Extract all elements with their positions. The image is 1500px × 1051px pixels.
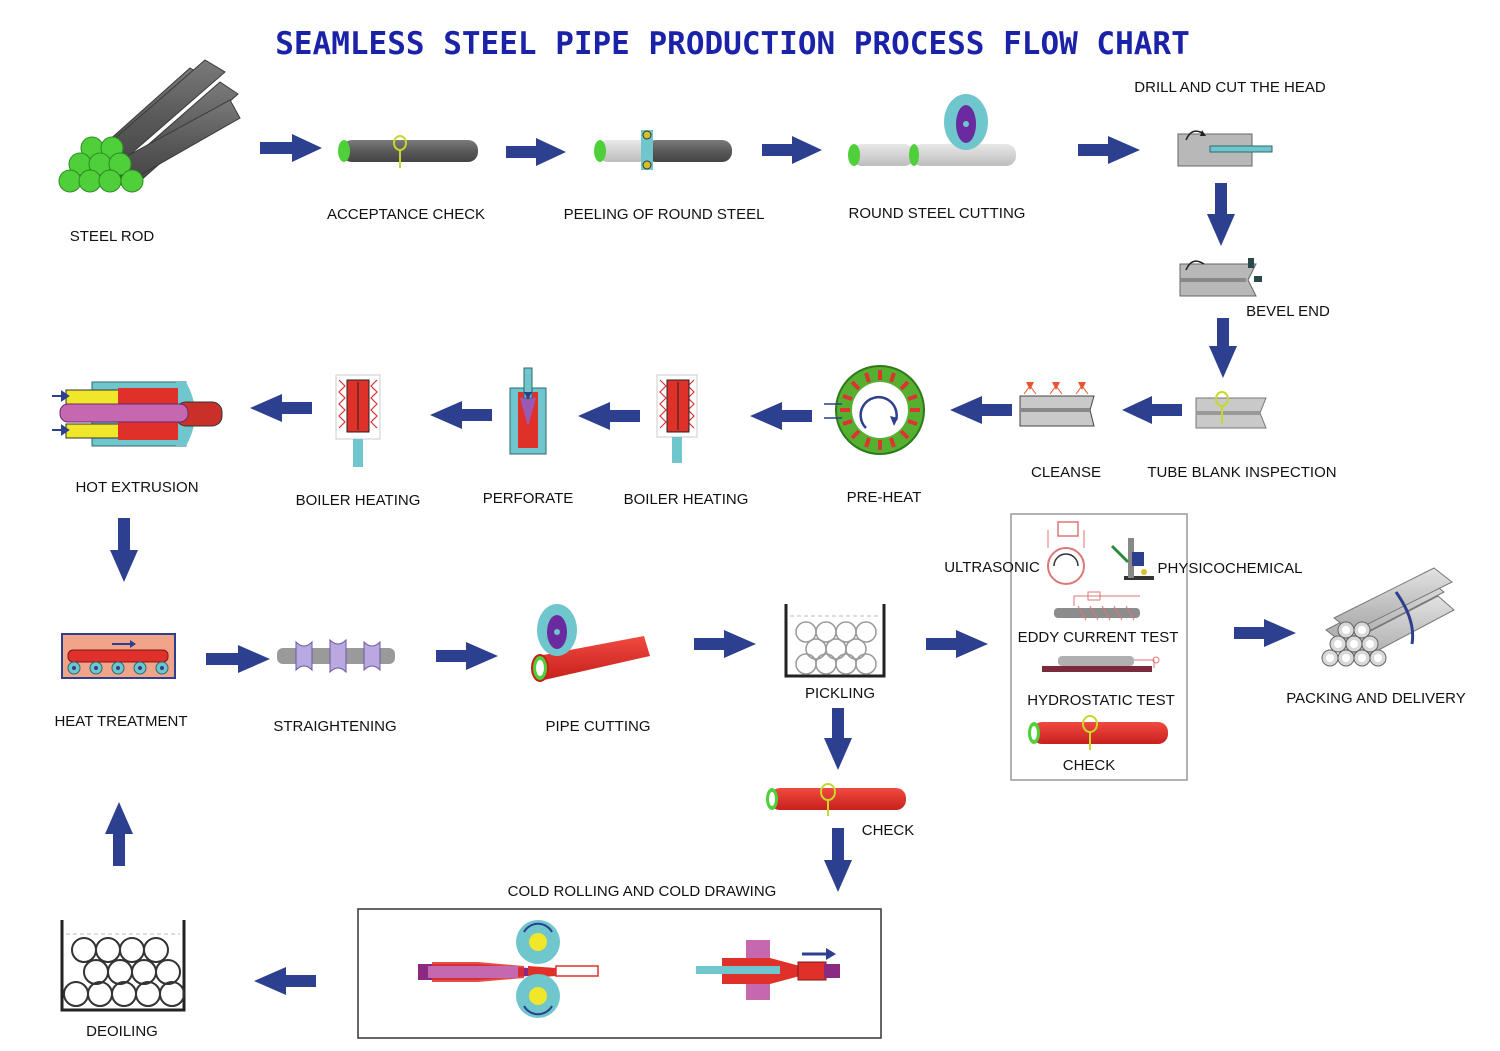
arrow-right [1078, 136, 1140, 164]
label-straightening: STRAIGHTENING [273, 718, 397, 735]
hot-extrusion-illustration [52, 381, 223, 447]
label-hydrostatic-test: HYDROSTATIC TEST [1027, 692, 1175, 709]
drill-cut-head-illustration [1177, 130, 1273, 167]
deoiling-illustration [60, 920, 186, 1012]
arrow-right [1234, 619, 1296, 647]
pipe-cutting-illustration [531, 604, 650, 682]
tube-blank-inspection-illustration [1195, 391, 1267, 429]
chart-title: SEAMLESS STEEL PIPE PRODUCTION PROCESS F… [275, 26, 1190, 62]
label-acceptance-check: ACCEPTANCE CHECK [326, 206, 486, 223]
label-cleanse: CLEANSE [1030, 464, 1102, 481]
inspection-box [1010, 513, 1188, 781]
arrow-right [260, 134, 322, 162]
label-perforate: PERFORATE [482, 490, 574, 507]
arrow-right [206, 645, 270, 673]
label-pipe-cutting: PIPE CUTTING [545, 718, 651, 735]
arrow-left [750, 402, 812, 430]
bevel-end-illustration [1179, 258, 1262, 297]
arrow-down [824, 828, 852, 892]
arrow-left [1122, 396, 1182, 424]
arrow-down [824, 708, 852, 770]
label-drill-cut-head: DRILL AND CUT THE HEAD [1134, 79, 1326, 96]
acceptance-check-illustration [338, 135, 478, 168]
arrow-up [105, 802, 133, 866]
arrow-down [1207, 183, 1235, 246]
flow-arrows [105, 134, 1296, 995]
arrow-down [1209, 318, 1237, 378]
label-peeling: PEELING OF ROUND STEEL [563, 206, 765, 223]
label-hot-extrusion: HOT EXTRUSION [75, 479, 199, 496]
packing-delivery-illustration [1321, 567, 1455, 667]
arrow-left [578, 402, 640, 430]
arrow-left [430, 401, 492, 429]
arrow-right [506, 138, 566, 166]
round-steel-cutting-illustration [848, 94, 1016, 166]
boiler-heating-right-illustration [656, 374, 698, 463]
peeling-illustration [594, 130, 732, 170]
label-steel-rod: STEEL ROD [69, 228, 155, 245]
label-inspection-check: CHECK [1062, 757, 1116, 774]
perforate-illustration [509, 367, 547, 455]
label-deoiling: DEOILING [86, 1023, 158, 1040]
steel-rod-illustration [58, 59, 241, 193]
arrow-right [926, 630, 988, 658]
label-boiler-heating-left: BOILER HEATING [295, 492, 421, 509]
label-bevel-end: BEVEL END [1246, 303, 1330, 320]
check-pipe-illustration [766, 783, 906, 816]
label-physicochemical: PHYSICOCHEMICAL [1157, 560, 1303, 577]
arrow-left [254, 967, 316, 995]
cold-rolling-box [357, 908, 882, 1039]
label-pre-heat: PRE-HEAT [846, 489, 922, 506]
label-heat-treatment: HEAT TREATMENT [54, 713, 188, 730]
arrow-down [110, 518, 138, 582]
label-eddy-current-test: EDDY CURRENT TEST [1017, 629, 1179, 646]
label-ultrasonic: ULTRASONIC [944, 559, 1040, 576]
label-tube-blank-inspection: TUBE BLANK INSPECTION [1147, 464, 1337, 481]
pickling-illustration [784, 604, 886, 678]
cleanse-illustration [1019, 382, 1095, 427]
label-round-steel-cutting: ROUND STEEL CUTTING [848, 205, 1026, 222]
arrow-left [950, 396, 1012, 424]
arrow-right [436, 642, 498, 670]
label-check: CHECK [861, 822, 915, 839]
pre-heat-illustration [824, 365, 925, 455]
label-boiler-heating-right: BOILER HEATING [623, 491, 749, 508]
boiler-heating-left-illustration [335, 374, 381, 467]
arrow-right [694, 630, 756, 658]
label-packing-delivery: PACKING AND DELIVERY [1286, 690, 1466, 707]
heat-treatment-illustration [61, 633, 176, 679]
arrow-left [250, 394, 312, 422]
label-cold-rolling: COLD ROLLING AND COLD DRAWING [507, 883, 777, 900]
straightening-illustration [277, 638, 395, 674]
label-pickling: PICKLING [804, 685, 876, 702]
arrow-right [762, 136, 822, 164]
